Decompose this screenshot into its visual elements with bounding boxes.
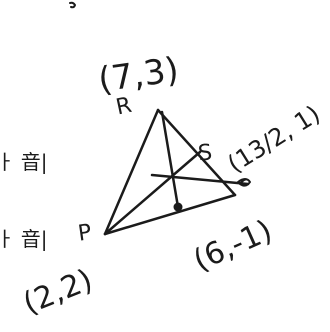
margin-mark-1: ㅏ 音|	[0, 150, 48, 174]
coord-label-r: (7,3)	[96, 50, 181, 101]
top-ink-mark	[69, 1, 76, 9]
vertex-label-p: P	[77, 220, 94, 247]
median-p-s	[103, 150, 202, 236]
vertex-label-s: S	[197, 140, 214, 166]
foot-point-dot	[173, 202, 183, 212]
side-p-r	[103, 108, 160, 236]
margin-mark-2: ㅏ 音|	[0, 227, 48, 251]
coord-label-p: (2,2)	[18, 263, 97, 322]
coord-label-q: (6,-1)	[188, 213, 277, 278]
q-curl-mark	[237, 178, 251, 187]
side-p-q	[103, 193, 237, 236]
extension-line	[150, 173, 250, 186]
vertex-label-r: R	[114, 93, 134, 121]
coord-label-s: (13/2, 1)	[223, 100, 325, 178]
altitude-r	[160, 110, 180, 209]
